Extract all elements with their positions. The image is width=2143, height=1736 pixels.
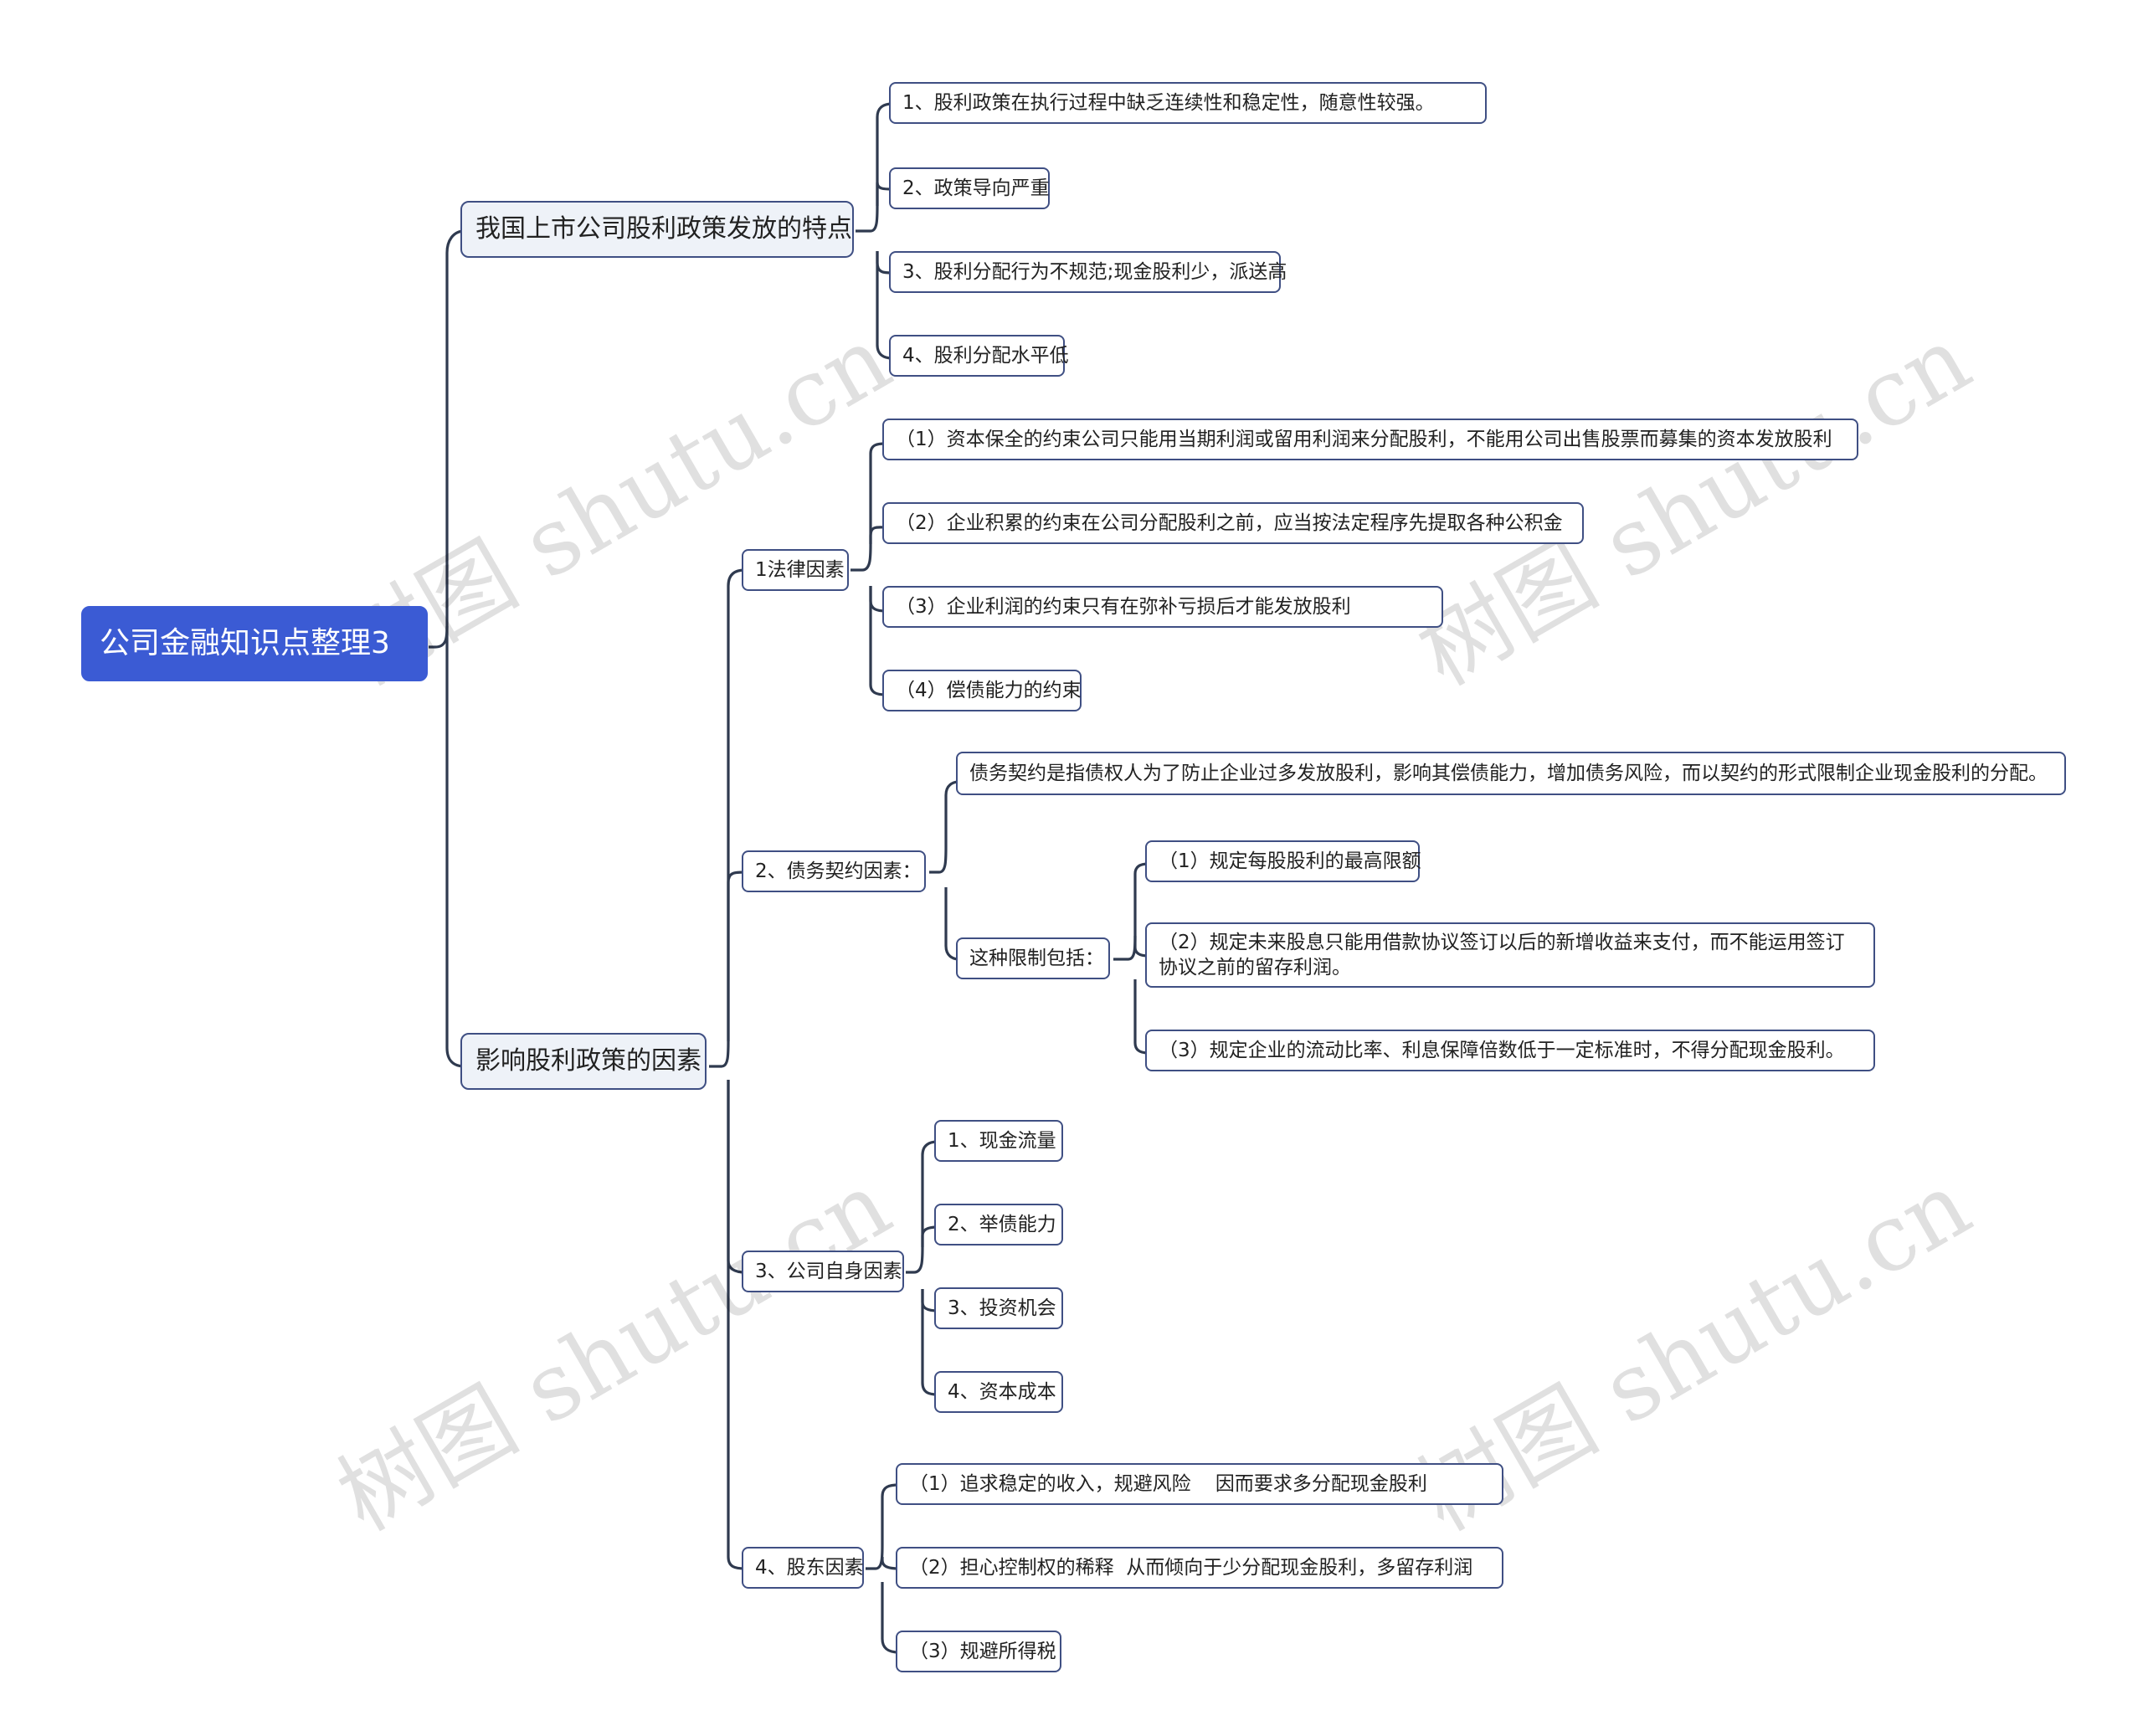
subtopic-legal-factors[interactable]: 1法律因素 — [742, 549, 849, 591]
restrictions-topic[interactable]: 这种限制包括： — [956, 937, 1110, 979]
subtopic-company-factors[interactable]: 3、公司自身因素 — [742, 1251, 904, 1292]
legal-item[interactable]: （3）企业利润的约束只有在弥补亏损后才能发放股利 — [882, 586, 1443, 628]
root-topic[interactable]: 公司金融知识点整理3 — [81, 606, 428, 681]
feature-item[interactable]: 4、股利分配水平低 — [889, 335, 1069, 377]
company-item[interactable]: 1、现金流量 — [934, 1120, 1063, 1162]
feature-item[interactable]: 3、股利分配行为不规范;现金股利少，派送高 — [889, 251, 1287, 293]
feature-item[interactable]: 2、政策导向严重 — [889, 167, 1050, 209]
company-item[interactable]: 3、投资机会 — [934, 1287, 1063, 1329]
shareholder-item[interactable]: （1）追求稳定的收入，规避风险 因而要求多分配现金股利 — [896, 1463, 1503, 1505]
restriction-item[interactable]: （3）规定企业的流动比率、利息保障倍数低于一定标准时，不得分配现金股利。 — [1145, 1030, 1875, 1071]
restriction-item[interactable]: （1）规定每股股利的最高限额 — [1145, 840, 1421, 882]
topic-dividend-policy-factors[interactable]: 影响股利政策的因素 — [460, 1033, 707, 1090]
subtopic-shareholder-factors[interactable]: 4、股东因素 — [742, 1547, 864, 1589]
company-item[interactable]: 2、举债能力 — [934, 1204, 1063, 1246]
legal-item[interactable]: （2）企业积累的约束在公司分配股利之前，应当按法定程序先提取各种公积金 — [882, 502, 1584, 544]
shareholder-item[interactable]: （3）规避所得税 — [896, 1631, 1061, 1672]
legal-item[interactable]: （4）偿债能力的约束 — [882, 670, 1082, 711]
company-item[interactable]: 4、资本成本 — [934, 1371, 1063, 1413]
debt-definition[interactable]: 债务契约是指债权人为了防止企业过多发放股利，影响其偿债能力，增加债务风险，而以契… — [956, 752, 2066, 795]
restriction-item[interactable]: （2）规定未来股息只能用借款协议签订以后的新增收益来支付，而不能运用签订协议之前… — [1145, 922, 1875, 988]
topic-dividend-policy-features[interactable]: 我国上市公司股利政策发放的特点 — [460, 201, 854, 258]
feature-item[interactable]: 1、股利政策在执行过程中缺乏连续性和稳定性，随意性较强。 — [889, 82, 1487, 124]
legal-item[interactable]: （1）资本保全的约束公司只能用当期利润或留用利润来分配股利，不能用公司出售股票而… — [882, 419, 1858, 460]
shareholder-item[interactable]: （2）担心控制权的稀释 从而倾向于少分配现金股利，多留存利润 — [896, 1547, 1503, 1589]
subtopic-debt-covenant[interactable]: 2、债务契约因素： — [742, 850, 926, 892]
